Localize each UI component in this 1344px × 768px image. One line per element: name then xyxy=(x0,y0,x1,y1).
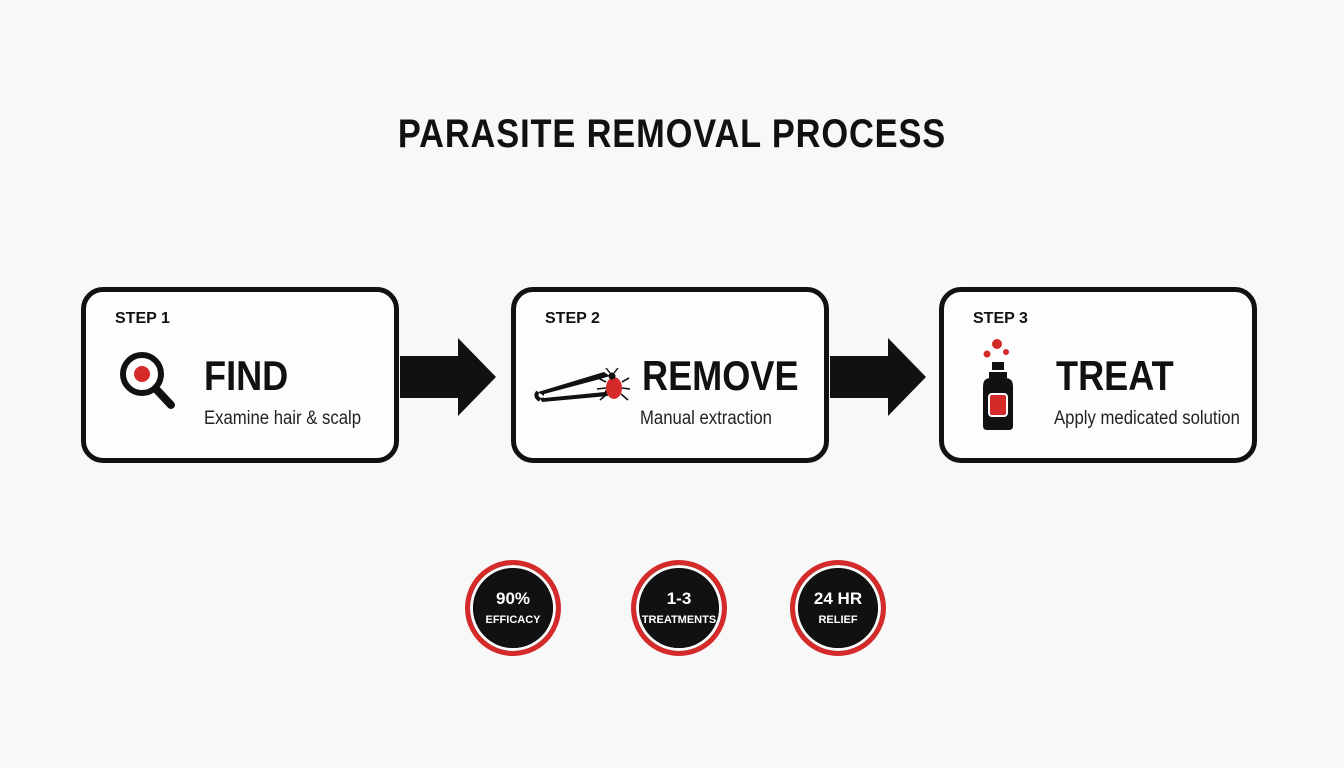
step-card-remove: STEP 2 R xyxy=(511,287,829,463)
spray-bottle-icon xyxy=(977,336,1021,437)
tweezers-icon xyxy=(534,367,634,423)
step-label: STEP 2 xyxy=(545,310,600,327)
arrow-right-icon xyxy=(830,338,926,421)
badge-label: TREATMENTS xyxy=(641,614,717,626)
louse-icon xyxy=(596,367,631,401)
step-description: Apply medicated solution xyxy=(1054,408,1240,429)
step-card-treat: STEP 3 TREAT Apply medicated solution xyxy=(939,287,1257,463)
badge-value: 24 HR xyxy=(813,589,863,608)
badge-label: RELIEF xyxy=(818,614,858,626)
step-title: FIND xyxy=(204,352,289,399)
stat-badge-treatments: 1-3 TREATMENTS xyxy=(631,560,727,656)
step-description: Examine hair & scalp xyxy=(204,408,362,429)
badge-value: 1-3 xyxy=(666,589,692,608)
badge-value: 90% xyxy=(495,589,531,608)
stat-badge-relief: 24 HR RELIEF xyxy=(790,560,886,656)
diagram-title: PARASITE REMOVAL PROCESS xyxy=(397,112,947,156)
step-label: STEP 1 xyxy=(115,310,170,327)
step-title: REMOVE xyxy=(642,352,799,399)
badge-label: EFFICACY xyxy=(485,614,541,626)
step-label: STEP 3 xyxy=(973,310,1028,327)
magnifier-icon xyxy=(118,350,178,419)
step-card-find: STEP 1 FIND Examine hair & scalp xyxy=(81,287,399,463)
step-description: Manual extraction xyxy=(640,408,772,429)
stat-badge-efficacy: 90% EFFICACY xyxy=(465,560,561,656)
step-title: TREAT xyxy=(1056,352,1174,399)
arrow-right-icon xyxy=(400,338,496,421)
